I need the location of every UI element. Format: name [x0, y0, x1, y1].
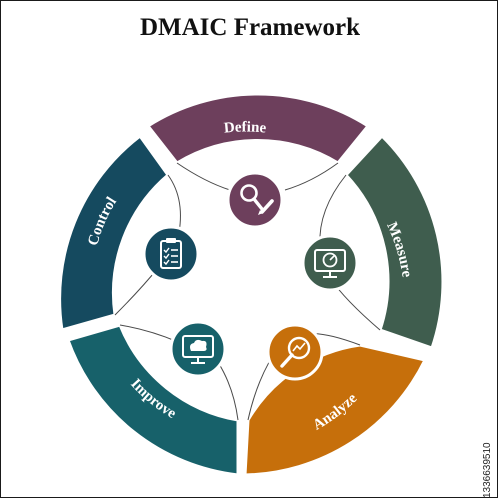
stock-id-text: 1336639510 [482, 442, 493, 498]
monitor-cloud-icon [169, 320, 227, 378]
define-label: Define [223, 119, 267, 136]
monitor-gauge-icon [301, 234, 359, 292]
define-segment [145, 92, 371, 165]
magnifier-chart-icon [266, 323, 324, 381]
magnifier-pencil-icon [226, 171, 284, 229]
clipboard-checklist-icon [142, 225, 200, 283]
measure-segment [343, 133, 445, 350]
page-title: DMAIC Framework [139, 14, 361, 41]
control-segment [58, 133, 171, 332]
svg-text:1336639510: 1336639510 [482, 442, 493, 498]
improve-segment [66, 323, 240, 477]
